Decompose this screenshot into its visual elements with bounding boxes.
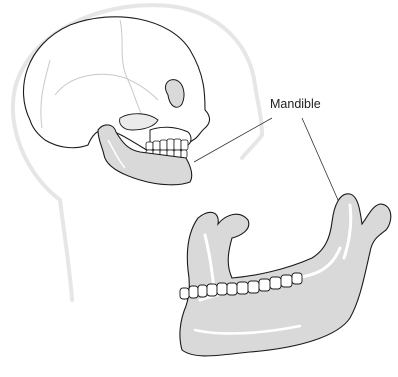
neck-halo-outline [60,200,72,300]
mandible-label: Mandible [270,97,321,111]
callout-line-to-detail [302,118,338,200]
